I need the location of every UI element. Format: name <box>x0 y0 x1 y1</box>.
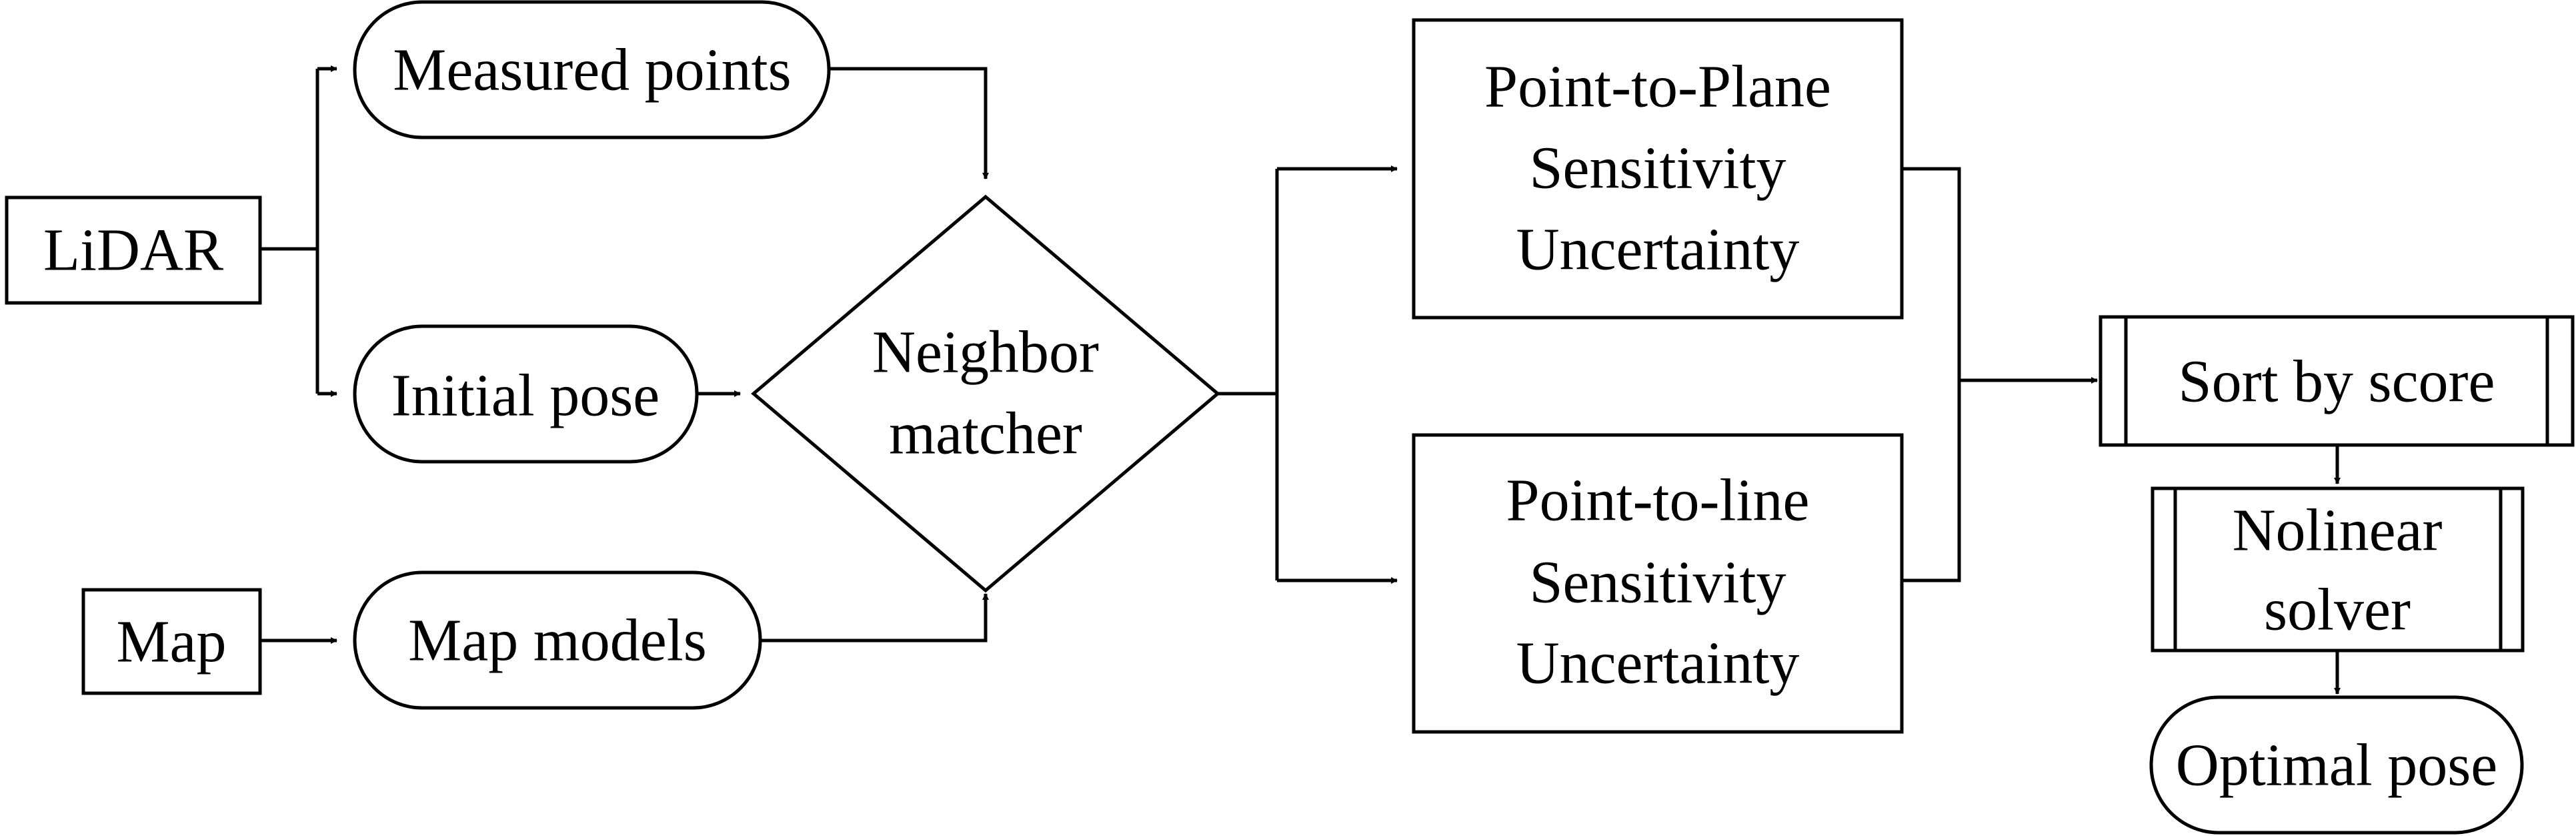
connector-branches-merge <box>1902 167 2097 582</box>
node-neighbor-matcher-line-1: Neighbor <box>872 320 1099 386</box>
node-point-to-line-line-1: Point-to-line <box>1506 468 1810 534</box>
node-optimal-pose-label: Optimal pose <box>2176 733 2497 799</box>
node-map: Map <box>81 588 262 695</box>
connector-lidar-trunk <box>260 69 319 394</box>
node-point-to-plane-line-1: Point-to-Plane <box>1484 54 1831 120</box>
node-measured-points: Measured points <box>353 0 831 139</box>
node-sort-by-score-label: Sort by score <box>2179 349 2495 415</box>
node-map-models: Map models <box>353 570 762 710</box>
node-nonlinear-solver: Nolinear solver <box>2151 486 2525 653</box>
node-initial-pose: Initial pose <box>353 324 699 464</box>
node-nonlinear-solver-line-2: solver <box>2264 577 2411 643</box>
node-map-models-label: Map models <box>408 608 706 674</box>
node-neighbor-matcher: Neighbor matcher <box>751 194 1220 593</box>
node-point-to-plane-line-3: Uncertainty <box>1516 217 1800 283</box>
arrow-measured-points-to-matcher <box>829 67 989 179</box>
node-initial-pose-label: Initial pose <box>391 363 660 429</box>
node-point-to-line-line-2: Sensitivity <box>1529 550 1786 616</box>
node-map-label: Map <box>117 609 227 675</box>
connectors <box>260 65 2341 695</box>
node-nonlinear-solver-line-1: Nolinear <box>2233 498 2443 564</box>
node-point-to-plane-line-2: Sensitivity <box>1529 135 1786 201</box>
node-sort-by-score: Sort by score <box>2099 315 2575 447</box>
node-neighbor-matcher-line-2: matcher <box>889 401 1082 467</box>
connector-matcher-split <box>1218 169 1279 580</box>
node-optimal-pose: Optimal pose <box>2149 695 2524 835</box>
node-point-to-line-line-3: Uncertainty <box>1516 631 1800 697</box>
node-lidar: LiDAR <box>5 195 262 305</box>
node-measured-points-label: Measured points <box>393 37 791 103</box>
node-lidar-label: LiDAR <box>43 218 223 284</box>
node-point-to-plane: Point-to-Plane Sensitivity Uncertainty <box>1412 18 1904 320</box>
node-point-to-line: Point-to-line Sensitivity Uncertainty <box>1412 433 1904 734</box>
arrow-map-models-to-matcher <box>760 593 989 643</box>
